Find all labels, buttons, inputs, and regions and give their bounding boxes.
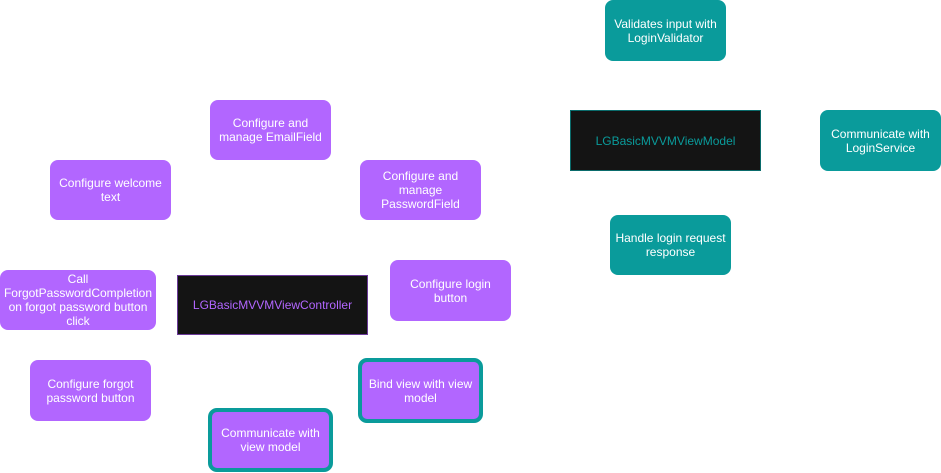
- login-button-node[interactable]: Configure login button: [390, 260, 511, 321]
- handle-response-label: Handle login request response: [615, 231, 726, 259]
- view-model-node[interactable]: LGBasicMVVMViewModel: [570, 110, 761, 171]
- password-field-node[interactable]: Configure and manage PasswordField: [360, 160, 481, 220]
- login-button-label: Configure login button: [410, 276, 491, 305]
- forgot-completion-label: Call ForgotPasswordCompletion on forgot …: [3, 272, 153, 328]
- communicate-service-node[interactable]: Communicate with LoginService: [820, 110, 941, 171]
- view-model-label: LGBasicMVVMViewModel: [595, 133, 736, 148]
- bind-view-node[interactable]: Bind view with view model: [358, 358, 483, 423]
- forgot-button-node[interactable]: Configure forgot password button: [30, 360, 151, 421]
- communicate-view-model-node[interactable]: Communicate with view model: [208, 408, 333, 472]
- forgot-button-label: Configure forgot password button: [46, 376, 135, 405]
- validates-input-label: Validates input with LoginValidator: [614, 16, 717, 45]
- password-field-label: Configure and manage PasswordField: [381, 169, 460, 211]
- welcome-text-label: Configure welcome text: [59, 176, 162, 204]
- email-field-node[interactable]: Configure and manage EmailField: [210, 100, 331, 160]
- handle-response-node[interactable]: Handle login request response: [610, 215, 731, 275]
- forgot-completion-node[interactable]: Call ForgotPasswordCompletion on forgot …: [0, 270, 156, 330]
- welcome-text-node[interactable]: Configure welcome text: [50, 160, 171, 220]
- bind-view-label: Bind view with view model: [368, 376, 473, 405]
- view-controller-node[interactable]: LGBasicMVVMViewController: [177, 275, 368, 335]
- communicate-service-label: Communicate with LoginService: [831, 126, 930, 155]
- communicate-view-model-label: Communicate with view model: [221, 426, 320, 454]
- validates-input-node[interactable]: Validates input with LoginValidator: [605, 0, 726, 61]
- email-field-label: Configure and manage EmailField: [219, 116, 322, 144]
- view-controller-label: LGBasicMVVMViewController: [192, 298, 353, 312]
